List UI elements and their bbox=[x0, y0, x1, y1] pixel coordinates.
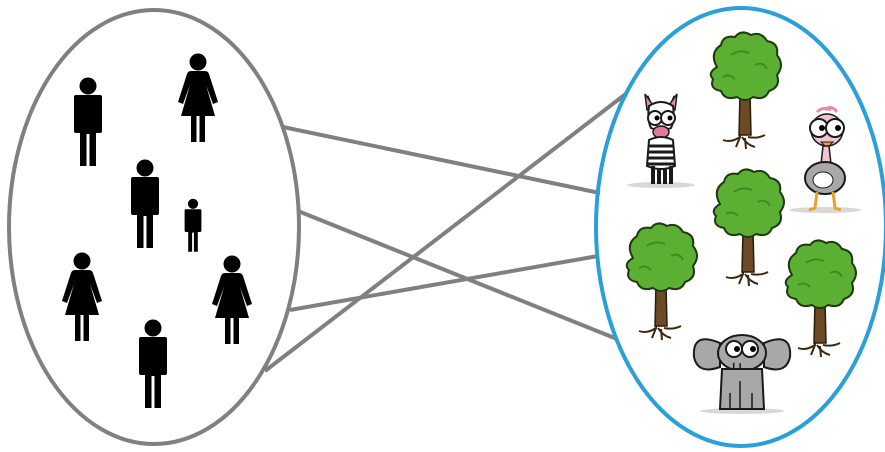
tree-icon bbox=[625, 222, 698, 341]
link-line bbox=[263, 91, 629, 373]
tree-icon bbox=[784, 239, 857, 358]
zebra-icon bbox=[627, 93, 695, 188]
child-icon bbox=[184, 198, 202, 252]
nature-group bbox=[594, 6, 885, 448]
woman-icon bbox=[212, 255, 252, 344]
man-icon bbox=[139, 319, 167, 408]
link-line bbox=[282, 125, 601, 195]
woman-icon bbox=[178, 53, 218, 142]
link-group bbox=[263, 91, 629, 373]
woman-icon bbox=[62, 252, 102, 341]
people-ellipse bbox=[7, 8, 301, 446]
ostrich-icon bbox=[789, 105, 861, 213]
man-icon bbox=[74, 77, 102, 166]
tree-icon bbox=[709, 31, 782, 150]
link-line bbox=[297, 209, 618, 341]
elephant-icon bbox=[692, 334, 792, 414]
link-line bbox=[289, 254, 599, 312]
nature-ellipse bbox=[594, 6, 885, 448]
man-icon bbox=[131, 159, 159, 248]
tree-icon bbox=[712, 168, 785, 287]
people-group bbox=[7, 8, 301, 446]
